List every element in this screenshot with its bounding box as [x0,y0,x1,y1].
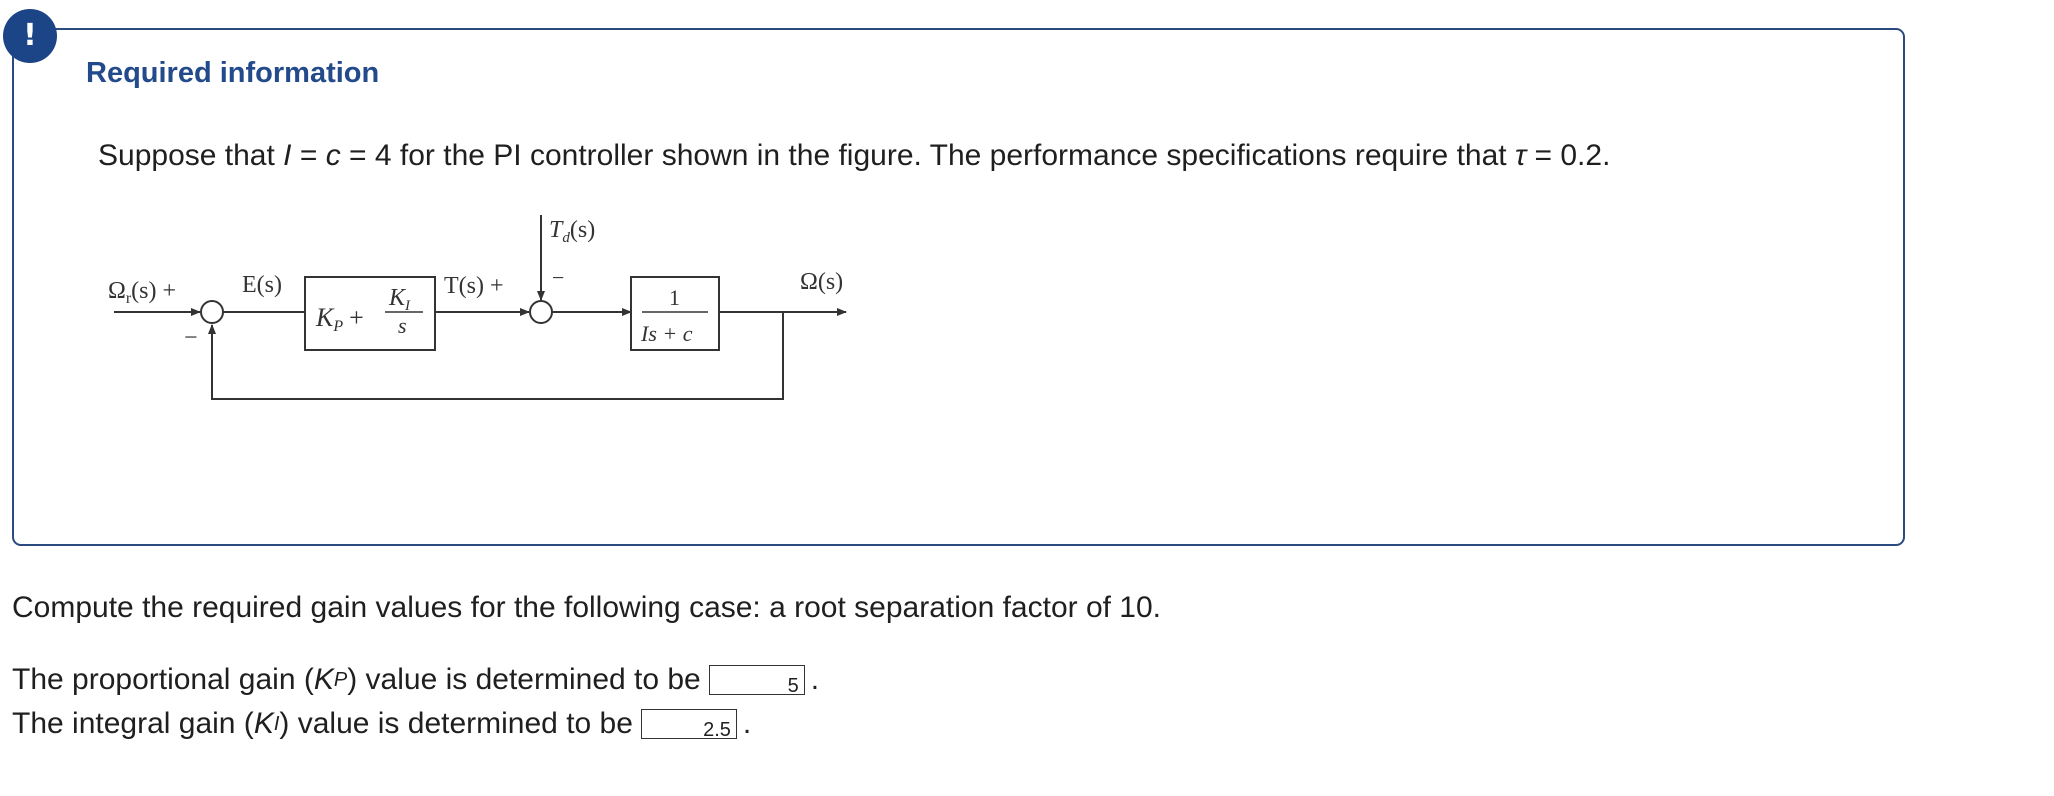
ki-var: K [253,707,274,740]
panel-heading: Required information [86,57,380,89]
ki-input-field[interactable]: 2.5 [640,709,737,741]
controller-block [304,276,436,351]
block-diagram: Ωr(s) + − E(s) KP+ KI s T(s) + Td(s) − 1… [108,215,847,400]
alert-icon: ! [3,9,57,63]
summing-junction-1 [200,300,224,324]
controller-ki: KI [388,285,411,314]
kp-suffix: ) value is determined to be [347,663,701,696]
question-text: Compute the required gain values for the… [12,591,1162,624]
required-information-panel [12,28,1905,546]
plant-numerator: 1 [669,285,680,310]
ki-sub: I [273,713,280,735]
output-label: Ω(s) [800,269,843,295]
disturbance-minus: − [552,265,564,290]
feedback-minus-label: − [184,325,198,351]
var-tau: τ [1514,139,1527,172]
controller-kp: KP+ [315,303,364,335]
plant-block [630,276,720,351]
var-c: c [325,139,341,172]
kp-prefix: The proportional gain ( [12,663,314,696]
controller-s: s [398,313,407,338]
plant-denominator: Is + c [640,321,693,346]
ki-prefix: The integral gain ( [12,707,254,740]
summing-junction-2 [529,300,553,324]
statement-prefix: Suppose that [98,139,284,172]
error-label: E(s) [242,272,282,298]
torque-label: T(s) + [444,273,504,299]
disturbance-label: Td(s) [549,217,595,246]
var-I: I [283,139,292,172]
statement-end: = 0.2. [1526,139,1611,172]
kp-sub: P [333,669,348,691]
ki-suffix: ) value is determined to be [279,707,633,740]
feedback-path [208,312,784,400]
ki-period: . [742,707,752,740]
kp-period: . [810,663,820,696]
input-label: Ωr(s) + [108,278,176,307]
kp-input-field[interactable]: 5 [708,665,805,697]
statement-eq: = [291,139,326,172]
problem-statement: Suppose that I = c = 4 for the PI contro… [98,136,1610,176]
statement-mid: = 4 for the PI controller shown in the f… [340,139,1515,172]
kp-var: K [313,663,334,696]
